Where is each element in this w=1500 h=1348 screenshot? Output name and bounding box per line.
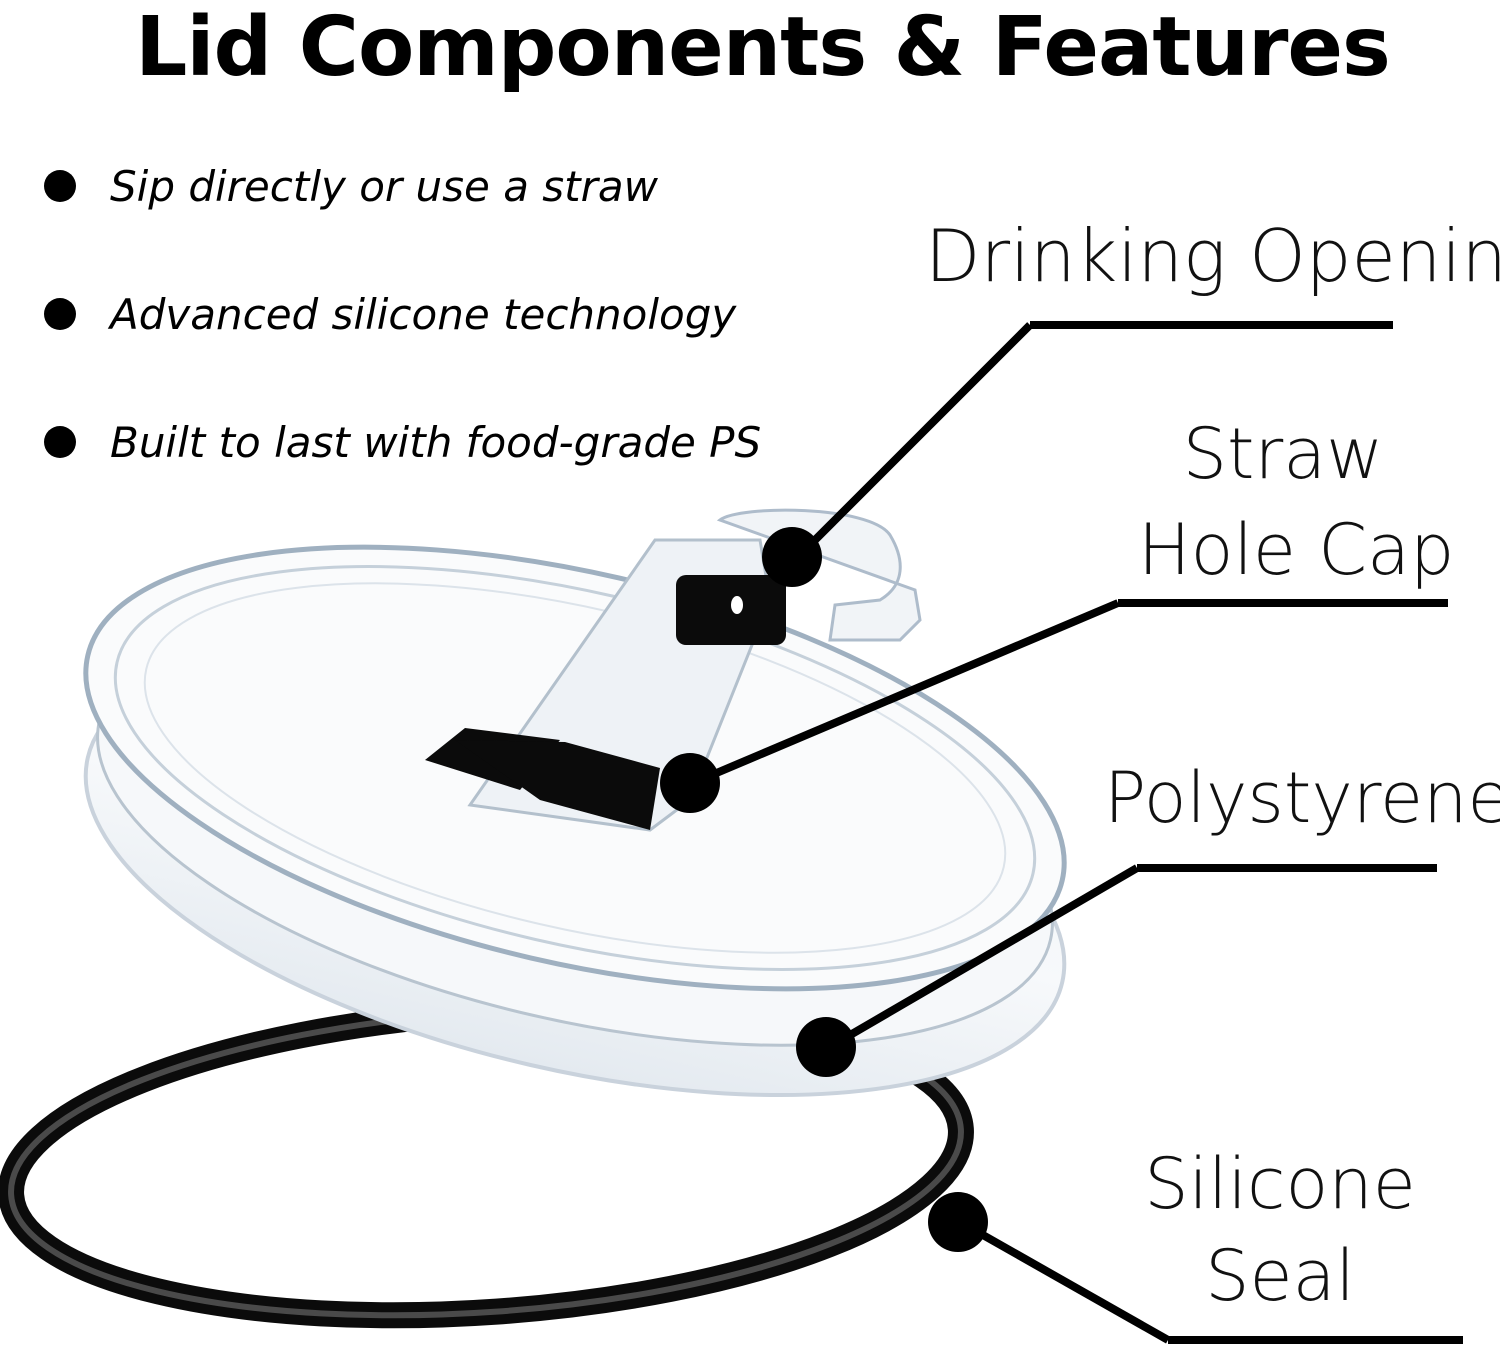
- label-hole-cap: Hole Cap: [1138, 509, 1455, 591]
- page-title: Lid Components & Features: [135, 0, 1391, 95]
- feature-item: Advanced silicone technology: [44, 284, 736, 344]
- label-polystyrene: Polystyrene: [1104, 757, 1500, 839]
- feature-item: Sip directly or use a straw: [44, 156, 658, 216]
- slider-tab-shadow: [455, 740, 660, 830]
- straw-hole-cap: [676, 575, 786, 645]
- label-silicone: Silicone: [1144, 1143, 1416, 1225]
- callout-silicone-seal: [928, 1192, 1463, 1344]
- feature-item: Built to last with food-grade PS: [44, 412, 761, 472]
- feature-text: Sip directly or use a straw: [110, 161, 659, 211]
- label-straw: Straw: [1182, 413, 1384, 495]
- lid-body: [83, 544, 1067, 1098]
- feature-text: Built to last with food-grade PS: [110, 417, 762, 467]
- bullet-icon: [44, 170, 76, 202]
- bullet-icon: [44, 298, 76, 330]
- callout-polystyrene: [796, 864, 1437, 1077]
- callout-drinking-opening: [762, 321, 1393, 587]
- bullet-icon: [44, 426, 76, 458]
- label-seal: Seal: [1205, 1235, 1355, 1317]
- label-drinking-opening: Drinking Opening: [925, 214, 1500, 298]
- feature-text: Advanced silicone technology: [110, 289, 737, 339]
- callout-straw-hole-cap: [660, 599, 1448, 813]
